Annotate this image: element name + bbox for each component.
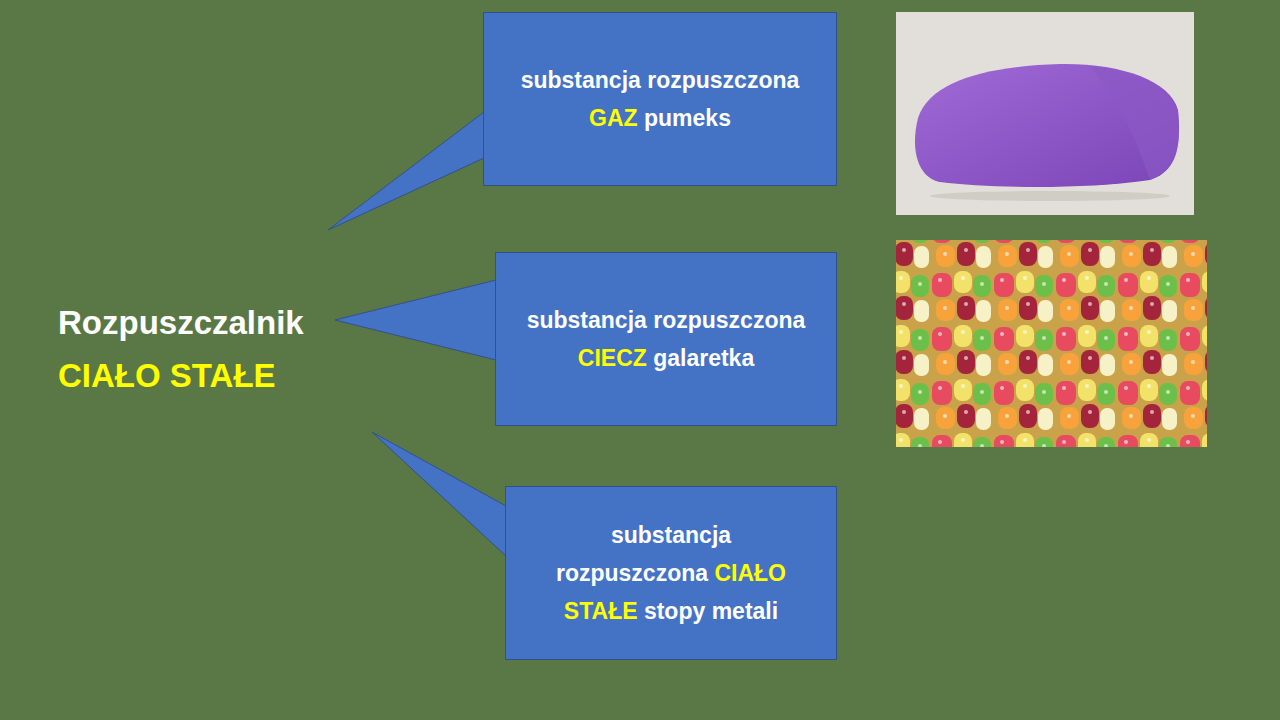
- callout-tail: [335, 280, 496, 360]
- solvent-label: CIAŁO STAŁE: [58, 357, 276, 395]
- callout-text-part: CIECZ: [578, 345, 647, 371]
- solvent-label: Rozpuszczalnik: [58, 304, 304, 342]
- callout-text-part: pumeks: [644, 105, 731, 131]
- callout-text: substancja rozpuszczona CIECZ galaretka: [506, 301, 826, 377]
- callout-text-part: galaretka: [653, 345, 754, 371]
- callout-text-part: substancja rozpuszczona: [521, 67, 800, 93]
- callout-box: substancja rozpuszczona CIAŁO STAŁE stop…: [505, 486, 837, 660]
- callout-tail: [372, 432, 506, 556]
- callout-text: substancja rozpuszczona GAZ pumeks: [494, 61, 826, 137]
- callout-text-part: substancja rozpuszczona: [556, 522, 731, 586]
- callout-text-part: stopy metali: [644, 598, 778, 624]
- callout-tail: [328, 112, 484, 230]
- callout-box: substancja rozpuszczona GAZ pumeks: [483, 12, 837, 186]
- callout-text-part: GAZ: [589, 105, 638, 131]
- gummy-candy-photo: [896, 240, 1207, 447]
- callout-box: substancja rozpuszczona CIECZ galaretka: [495, 252, 837, 426]
- callout-text: substancja rozpuszczona CIAŁO STAŁE stop…: [532, 516, 810, 630]
- pumice-photo: [896, 12, 1194, 215]
- callout-text-part: substancja rozpuszczona: [527, 307, 806, 333]
